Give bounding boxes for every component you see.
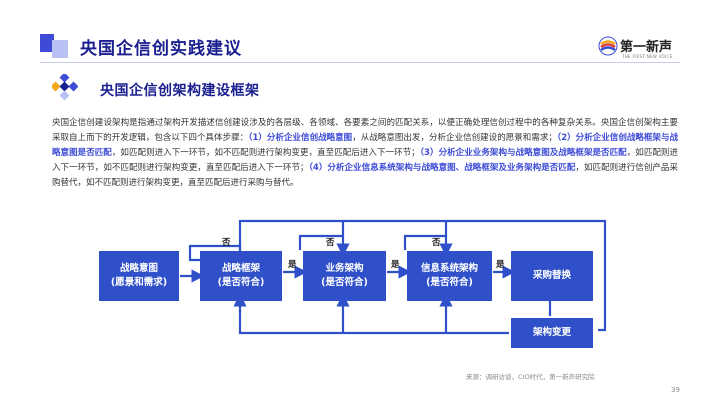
header-divider	[40, 62, 680, 63]
label-no-4: 否	[432, 238, 441, 248]
para-highlight-1: （1）分析企业信创战略意图	[248, 133, 353, 143]
flow-box-strategy-intent: 战略意图 (愿景和需求)	[99, 251, 179, 301]
label-yes-3: 是	[391, 260, 400, 270]
box2-line2: (是否符合)	[217, 277, 265, 288]
box4-line1: 信息系统架构	[420, 263, 478, 274]
flow-box-strategy-framework: 战略框架 (是否符合)	[200, 251, 282, 301]
box3-line2: (是否符合)	[321, 277, 368, 288]
bottom-feedback	[233, 293, 509, 335]
logo-text: 第一新声	[620, 40, 673, 55]
para-text-1: 央国企信创建设架构是指通过架构开发描述信创建设涉及的各层级、各领域、各要素之间的…	[52, 118, 678, 143]
section-icon	[52, 74, 78, 100]
para-text-4: ，如匹配则进入下一环节，如不匹配则进行架构变更，直至匹配后进入下一环节；	[52, 148, 678, 173]
para-text-3: ，如匹配则进入下一环节，如不匹配则进行架构变更，直至匹配后进入下一环节；	[111, 148, 420, 158]
logo-subtext: THE FIRST NEW VOICE	[622, 54, 673, 59]
box3-line1: 业务架构	[325, 263, 364, 274]
body-paragraph: 央国企信创建设架构是指通过架构开发描述信创建设涉及的各层级、各领域、各要素之间的…	[52, 116, 678, 191]
box1-line2: (愿景和需求)	[110, 277, 168, 288]
label-no-2: 否	[222, 238, 231, 248]
brand-logo: 第一新声 THE FIRST NEW VOICE	[598, 34, 688, 62]
para-text-5: ，如匹配则进行信创产品采购替代，如不匹配则进行架构变更，直至匹配后进行采购与替代…	[52, 163, 678, 188]
logo-icon	[598, 36, 618, 56]
label-no-3: 否	[326, 238, 335, 248]
box2-line1: 战略框架	[221, 263, 260, 274]
label-yes-4: 是	[496, 260, 505, 270]
flow-box-procurement: 采购替换	[511, 251, 593, 301]
flow-box-it-architecture: 信息系统架构 (是否符合)	[407, 251, 492, 301]
box1-line1: 战略意图	[119, 263, 158, 274]
page-title: 央国企信创实践建议	[80, 39, 242, 59]
box6-line1: 架构变更	[532, 327, 571, 338]
para-text-2: ，从战略意图出发，分析企业信创建设的愿景和需求；	[352, 133, 557, 143]
header-decoration	[40, 34, 54, 52]
para-highlight-4: （4）分析企业信息系统架构与战略意图、战略框架及业务架构是否匹配	[308, 163, 576, 173]
source-note: 来源：调研访谈，CIO时代，第一新声研究院	[466, 373, 595, 381]
box5-line1: 采购替换	[532, 270, 571, 281]
section-title: 央国企信创架构建设框架	[100, 83, 260, 99]
label-yes-2: 是	[288, 260, 297, 270]
page-number: 39	[671, 386, 680, 394]
flow-box-architecture-change: 架构变更	[511, 318, 593, 348]
header-decoration-light	[52, 40, 68, 58]
para-highlight-2: （2）分析企业信创战略框架与战略意图是否匹配	[52, 133, 678, 158]
para-highlight-3: （3）分析企业业务架构与战略意图及战略框架是否匹配	[419, 148, 627, 158]
no-loop-3	[298, 234, 350, 257]
box4-line2: (是否符合)	[426, 277, 473, 288]
flow-box-business-architecture: 业务架构 (是否符合)	[303, 251, 386, 301]
